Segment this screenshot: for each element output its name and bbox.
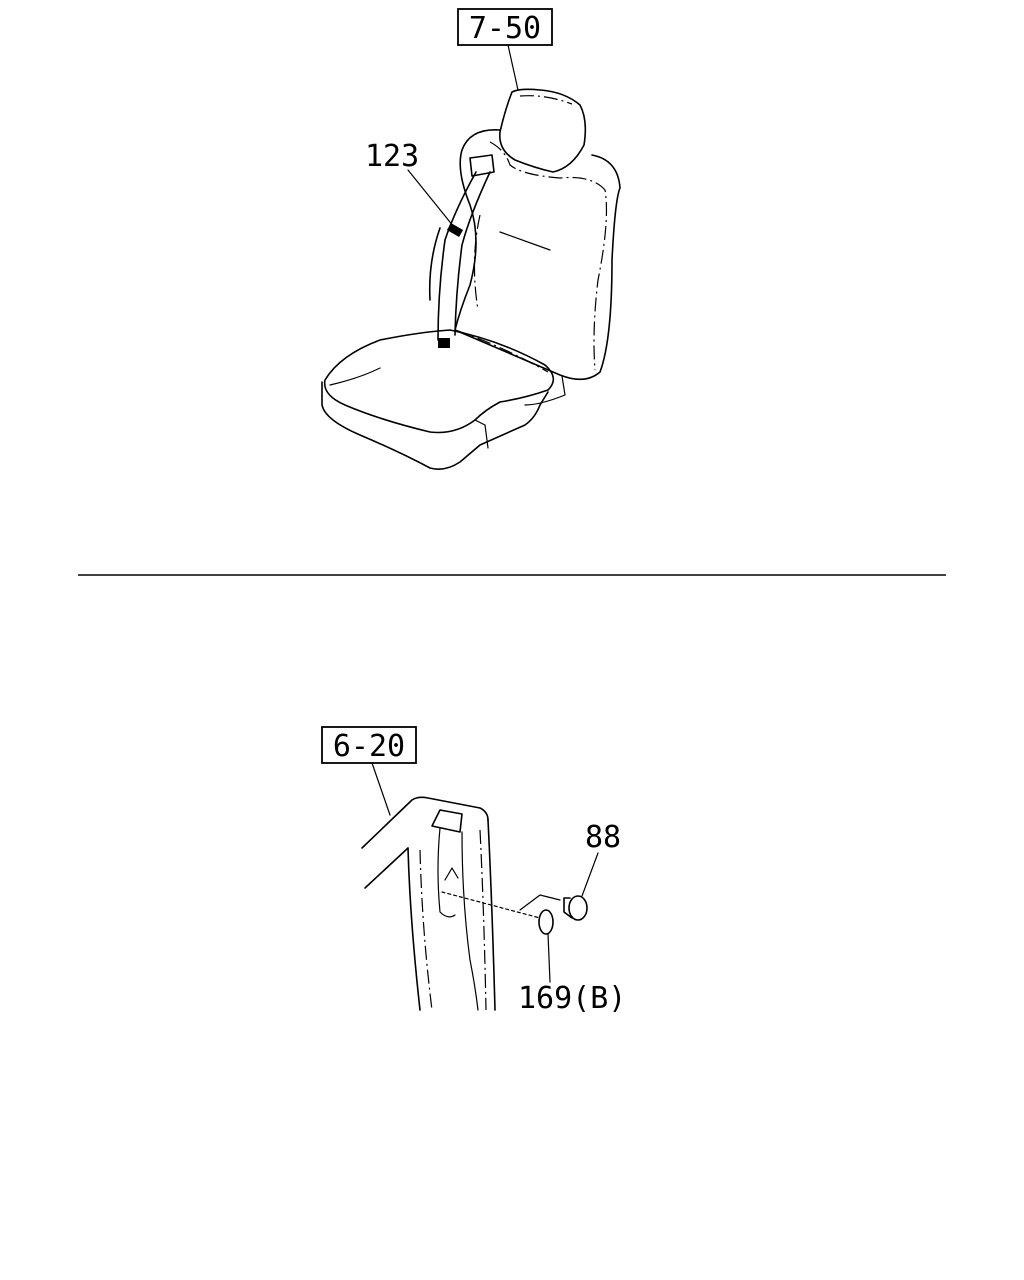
ref-box-frame [457,8,553,46]
pillar-outer-right [487,819,496,1011]
seat-cushion-crease-left [329,367,381,386]
headrest [498,88,587,173]
assembly-line-offset [519,894,561,911]
callout-123-leader [407,169,459,233]
callout-169b-label[interactable]: 169(B) [518,981,626,1016]
seat-back-side-seam [473,214,481,311]
pillar-top-lower-edge [364,847,409,889]
ref-box-7-50[interactable]: 7-50 [457,8,553,46]
headrest-seam [519,95,573,105]
pillar-hole [444,867,459,881]
plug[interactable] [563,895,588,921]
ref-box-6-20[interactable]: 6-20 [321,726,417,764]
seat-cushion-crease-right [474,419,489,449]
callout-123-label[interactable]: 123 [365,139,419,174]
seat-base [524,375,566,406]
seat-diagram: 7-50 123 [321,8,621,470]
ref-box-leader [507,44,519,91]
callout-88-label[interactable]: 88 [585,820,621,855]
seat-cushion-side [321,381,549,470]
pillar-cap [431,809,463,833]
plug-head [568,895,588,921]
pillar-outer-left [407,847,421,1011]
callout-88-leader [581,852,599,897]
callout-169b-leader [547,933,551,983]
belt-anchor [438,338,450,348]
belt-guide [469,154,495,177]
ref-box-frame [321,726,417,764]
seat-back [454,129,621,381]
belt-tongue [446,223,464,237]
seat-cushion [323,329,555,434]
seat-belt[interactable] [428,154,495,348]
belt-strap-left [437,171,477,341]
assembly-line [441,891,541,919]
pillar-diagram: 6-20 88 169(B) [321,726,626,1016]
pillar-recess [437,827,456,918]
ref-box-label: 6-20 [333,729,405,764]
ref-box-leader [371,762,391,816]
washer[interactable] [538,909,554,935]
seat-cushion-seam [454,329,549,373]
seat-back-crease [499,231,551,251]
pillar-top [361,796,489,849]
pillar-inner-seam-right [479,829,487,1011]
belt-strap-right [454,171,491,336]
belt-loop [428,227,441,301]
ref-box-label: 7-50 [469,11,541,46]
pillar-inner-seam-left [419,849,433,1011]
pillar-groove [461,831,479,1011]
plug-shank [563,897,573,919]
seat-back-seam [489,141,608,371]
